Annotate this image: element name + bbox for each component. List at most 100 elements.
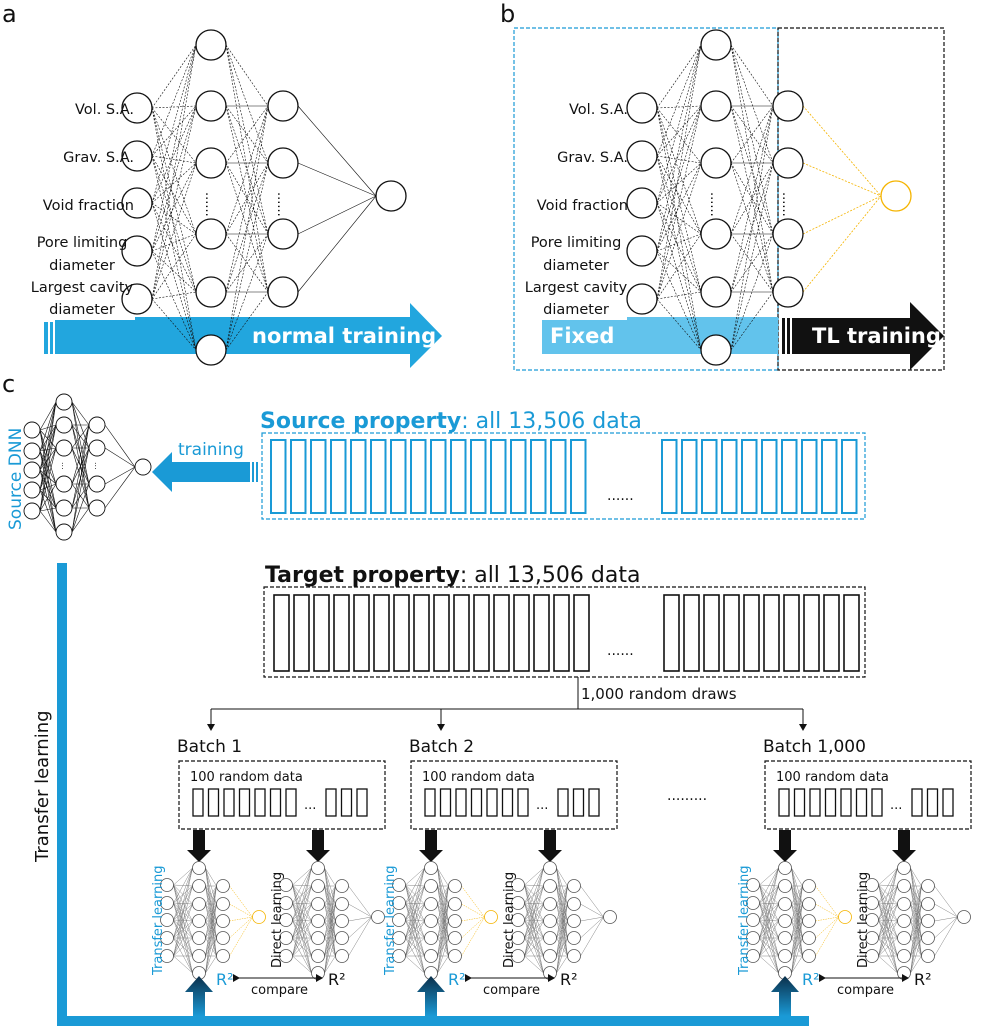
connection bbox=[348, 885, 372, 918]
connection bbox=[205, 955, 217, 974]
connection bbox=[815, 903, 839, 918]
connection bbox=[292, 885, 312, 957]
connection bbox=[205, 885, 217, 905]
input-node bbox=[160, 913, 174, 927]
panel-letter-c: c bbox=[2, 370, 15, 398]
connection bbox=[556, 885, 568, 957]
connection bbox=[802, 195, 882, 293]
hidden-node bbox=[543, 861, 557, 875]
input-node bbox=[279, 913, 293, 927]
r2-transfer: R² bbox=[448, 970, 466, 989]
transfer-learning-network bbox=[392, 861, 498, 980]
input-node bbox=[160, 931, 174, 945]
data-cell bbox=[490, 439, 507, 514]
connection bbox=[297, 162, 377, 197]
input-node bbox=[865, 949, 879, 963]
nodes bbox=[626, 29, 912, 366]
batch-data-box bbox=[178, 760, 386, 830]
hidden-node bbox=[700, 90, 732, 122]
hidden-node bbox=[700, 218, 732, 250]
connection bbox=[791, 885, 803, 905]
batch-box-label: 100 random data bbox=[776, 770, 889, 785]
connection bbox=[229, 916, 253, 922]
connection bbox=[556, 920, 568, 974]
connection bbox=[759, 955, 779, 974]
connection bbox=[104, 447, 136, 468]
connection bbox=[205, 885, 217, 922]
connection bbox=[656, 291, 702, 300]
input-feature-label: Grav. S.A. bbox=[63, 150, 134, 166]
connection bbox=[229, 885, 253, 918]
connection bbox=[225, 44, 269, 235]
connection bbox=[524, 919, 544, 939]
connection bbox=[656, 162, 702, 252]
input-feature-label: Grav. S.A. bbox=[557, 150, 628, 166]
connection bbox=[151, 291, 197, 300]
edges bbox=[292, 867, 372, 974]
connection bbox=[225, 233, 269, 293]
connection bbox=[324, 885, 336, 957]
connection bbox=[656, 44, 702, 300]
nodes bbox=[121, 29, 407, 366]
connection bbox=[461, 916, 485, 939]
connection bbox=[151, 233, 197, 252]
input-node bbox=[626, 92, 658, 124]
hidden-node bbox=[311, 861, 325, 875]
connection bbox=[71, 483, 90, 509]
connection bbox=[461, 916, 485, 922]
connection bbox=[173, 867, 193, 886]
hidden-node bbox=[424, 861, 438, 875]
input-node bbox=[511, 896, 525, 910]
panel-letter-b: b bbox=[500, 0, 515, 28]
hidden-node bbox=[778, 861, 792, 875]
connection bbox=[759, 920, 779, 957]
r2-transfer: R² bbox=[216, 970, 234, 989]
hidden-node bbox=[424, 879, 438, 893]
output-node bbox=[375, 180, 407, 212]
connection bbox=[405, 903, 425, 957]
data-cell bbox=[553, 594, 570, 672]
connection bbox=[324, 903, 336, 974]
hidden-node bbox=[778, 879, 792, 893]
input-node bbox=[626, 283, 658, 315]
data-cell bbox=[290, 439, 307, 514]
output-node bbox=[484, 910, 498, 924]
connection bbox=[324, 885, 336, 974]
connection bbox=[205, 885, 217, 974]
data-cell bbox=[803, 594, 820, 672]
connection bbox=[815, 916, 839, 939]
connection bbox=[405, 867, 425, 886]
input-node bbox=[626, 140, 658, 172]
connection bbox=[878, 867, 898, 939]
connection bbox=[225, 105, 269, 351]
connection bbox=[730, 105, 774, 235]
connection bbox=[656, 298, 702, 351]
connection bbox=[730, 44, 774, 164]
connection bbox=[39, 447, 57, 452]
connection bbox=[556, 867, 568, 887]
hidden-node bbox=[195, 334, 227, 366]
hidden-node bbox=[55, 499, 73, 517]
input-feature-label: diameter bbox=[49, 258, 115, 274]
data-cell bbox=[450, 439, 467, 514]
connection bbox=[910, 885, 922, 939]
connection bbox=[580, 885, 604, 918]
connection bbox=[461, 903, 485, 918]
hidden-node bbox=[55, 439, 73, 457]
data-cell bbox=[841, 439, 858, 514]
input-node bbox=[392, 913, 406, 927]
target-title-rest: : all 13,506 data bbox=[460, 563, 641, 588]
data-cell bbox=[413, 594, 430, 672]
hidden-node bbox=[88, 475, 106, 493]
hidden-node bbox=[88, 416, 106, 434]
ellipsis-dots: ... bbox=[93, 462, 102, 470]
connection bbox=[39, 483, 57, 491]
connection bbox=[324, 867, 336, 887]
hidden-node bbox=[567, 897, 581, 911]
network-a: ............ bbox=[121, 29, 407, 366]
batch-title: Batch 2 bbox=[409, 737, 474, 757]
data-cell bbox=[238, 788, 251, 817]
data-cell bbox=[530, 439, 547, 514]
data-cell bbox=[821, 439, 838, 514]
